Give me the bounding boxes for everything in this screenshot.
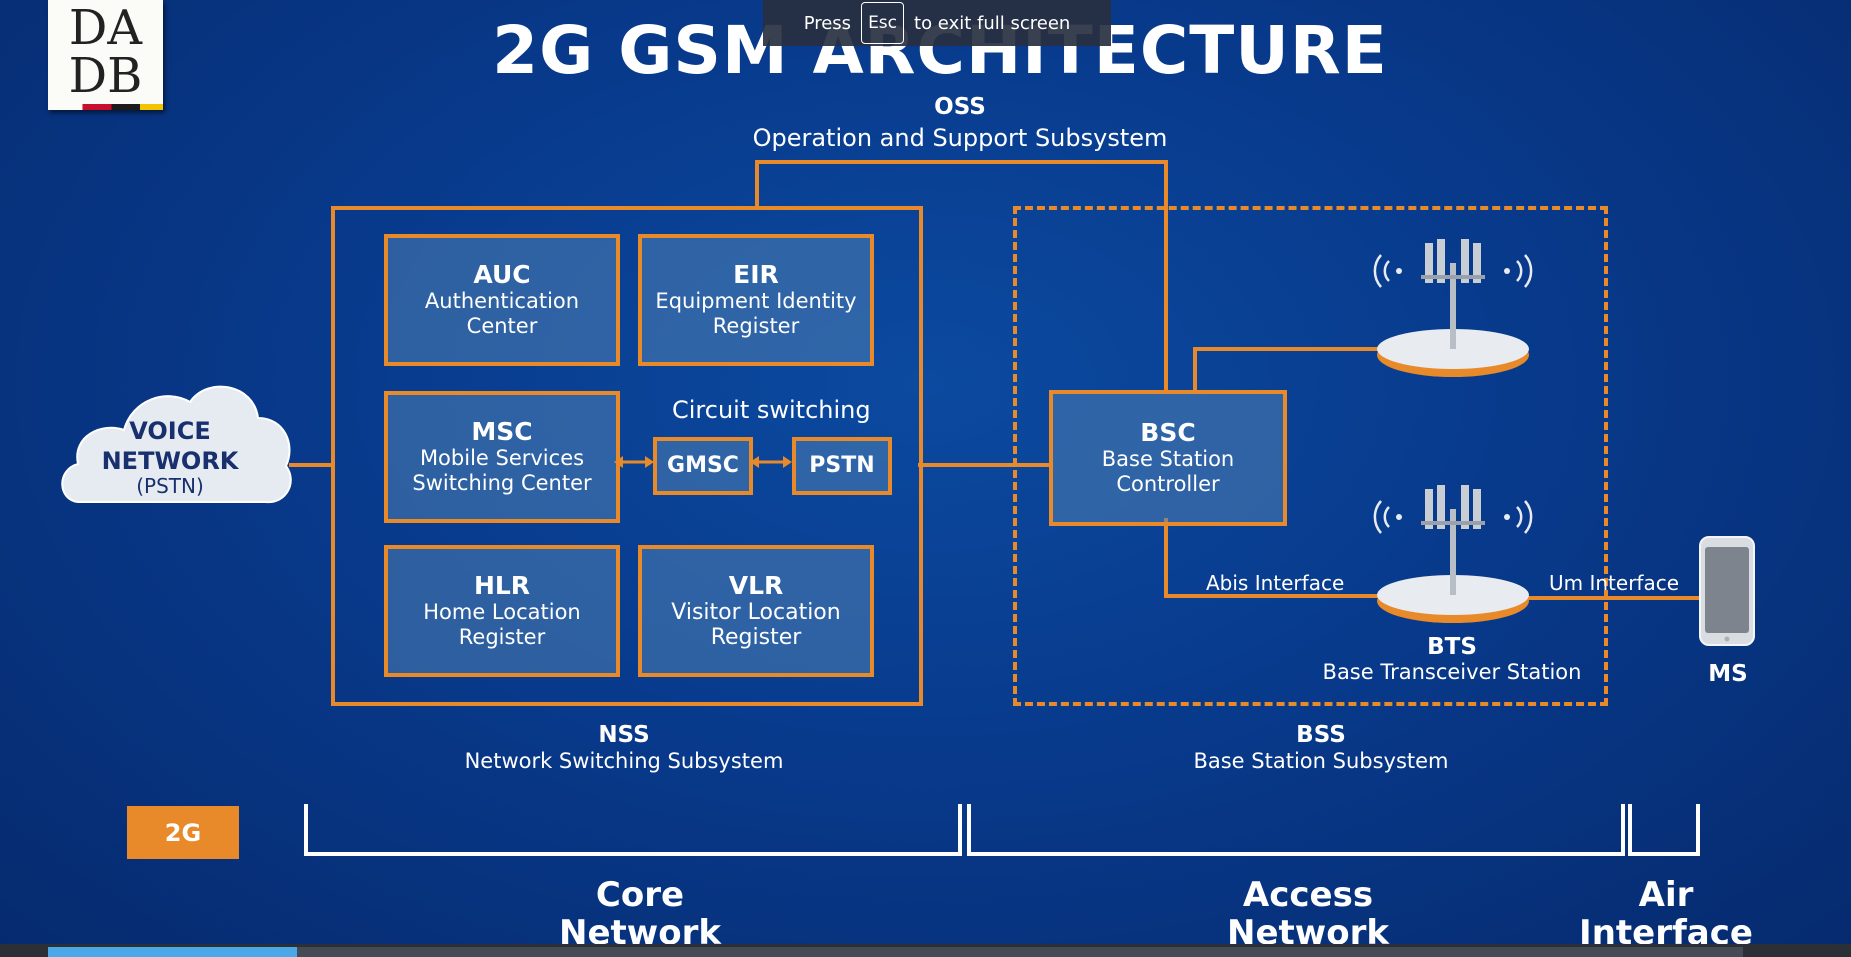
esc-key-badge[interactable]: Esc [861,2,905,44]
logo-stripe [48,104,163,110]
gmsc-box: GMSC [653,437,753,495]
nss-name: Network Switching Subsystem [464,749,784,773]
air-interface-line1: Air [1638,875,1694,915]
progress-track[interactable] [48,947,1743,957]
core-network-line1: Core [595,875,685,915]
oss-right-line [1164,160,1168,393]
dadb-logo: DA DB [48,0,163,110]
hlr-line2: Register [458,625,546,649]
pstn-box: PSTN [792,437,892,495]
bsc-code: BSC [1140,418,1196,447]
voice-network-line3: (PSTN) [136,474,204,498]
gmsc-label: GMSC [667,453,739,478]
bsc-line1: Base Station [1101,447,1235,471]
bts-name: Base Transceiver Station [1322,660,1582,684]
hlr-line1: Home Location [423,600,581,624]
logo-line-2: DB [68,48,143,104]
bsc-bts1-vline [1193,347,1197,391]
access-network-label: Access Network [1208,876,1408,952]
hlr-code: HLR [473,571,531,600]
auc-box: AUC Authentication Center [384,234,620,366]
bss-code: BSS [1296,722,1346,748]
bts-tower-icon [1373,485,1533,623]
logo-line-1: DA [68,0,143,56]
msc-code: MSC [471,417,533,446]
core-network-label: Core Network [540,876,740,952]
access-network-bracket [967,804,1625,856]
oss-left-line [755,160,759,207]
voice-nss-line [289,463,333,467]
eir-line1: Equipment Identity [655,289,857,313]
eir-code: EIR [733,260,779,289]
toast-press-text: Press [803,12,852,34]
fullscreen-toast: Press Esc to exit full screen [763,0,1111,46]
bsc-bts1-hline [1193,347,1380,351]
bts-tower-icon [1373,239,1533,377]
bsc-box: BSC Base Station Controller [1049,390,1287,526]
bss-frame [1013,206,1608,706]
eir-line2: Register [712,314,800,338]
auc-line2: Center [466,314,538,338]
oss-name: Operation and Support Subsystem [752,124,1168,152]
um-interface-label: Um Interface [1549,571,1680,595]
nss-code: NSS [598,722,650,748]
progress-fill [48,947,298,957]
abis-line [1164,594,1382,598]
nss-frame [331,206,923,706]
um-line [1528,596,1700,600]
oss-top-line [755,160,1168,164]
bss-name: Base Station Subsystem [1193,749,1449,773]
core-network-bracket [304,804,962,856]
ms-label: MS [1708,661,1748,687]
air-interface-label: Air Interface [1566,876,1766,952]
bts-code: BTS [1427,634,1477,660]
vlr-code: VLR [728,571,784,600]
air-interface-bracket [1628,804,1700,856]
circuit-switching-label: Circuit switching [672,396,871,424]
msc-line1: Mobile Services [419,446,585,470]
nss-bsc-line [918,463,1051,467]
oss-code: OSS [934,94,986,120]
msc-box: MSC Mobile Services Switching Center [384,391,620,523]
voice-network-line1: VOICE [129,417,211,445]
voice-network-line2: NETWORK [101,447,239,475]
abis-interface-label: Abis Interface [1206,571,1345,595]
bsc-line2: Controller [1116,472,1220,496]
hlr-box: HLR Home Location Register [384,545,620,677]
mobile-phone-icon [1699,536,1755,646]
msc-gmsc-arrow-icon [614,456,654,468]
access-network-line1: Access [1242,875,1374,915]
vlr-box: VLR Visitor Location Register [638,545,874,677]
msc-line2: Switching Center [412,471,592,495]
vlr-line1: Visitor Location [671,600,841,625]
bsc-bts2-vline [1164,518,1168,596]
eir-box: EIR Equipment Identity Register [638,234,874,366]
pstn-label: PSTN [809,453,875,478]
gmsc-pstn-arrow-icon [750,456,792,468]
voice-network-cloud [61,385,292,504]
toast-suffix-text: to exit full screen [914,12,1071,34]
video-progress-bar[interactable] [0,944,1851,957]
auc-line1: Authentication [424,289,580,313]
auc-code: AUC [473,260,531,289]
vlr-line2: Register [710,625,802,650]
generation-badge: 2G [127,806,239,859]
